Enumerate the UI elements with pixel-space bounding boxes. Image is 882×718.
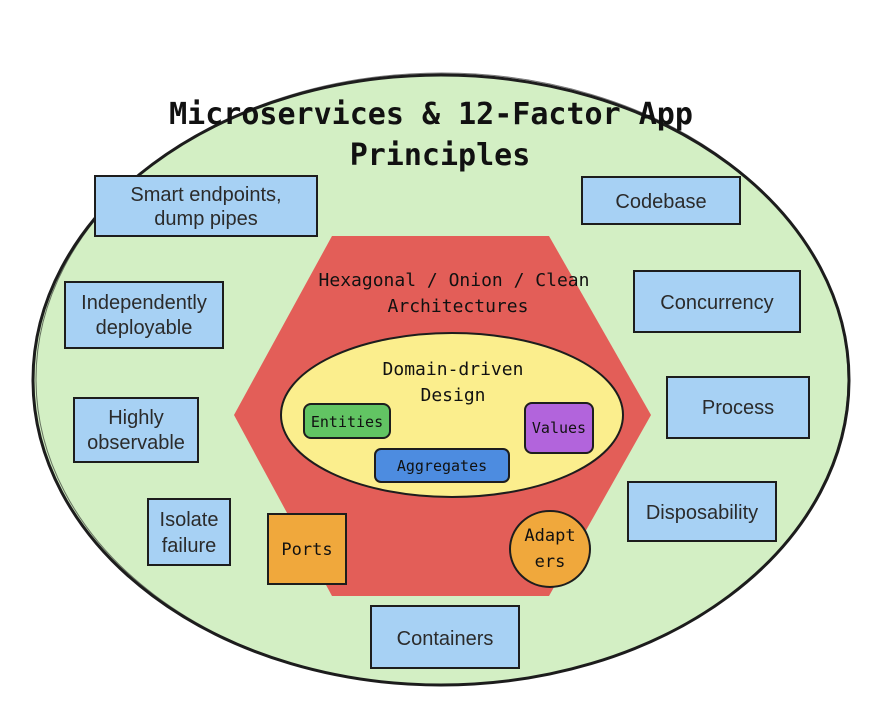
left-box-isolate-failure-line-1: Isolate [160, 509, 219, 531]
left-box-isolate-failure [147, 498, 231, 566]
right-box-disposability-label: Disposability [646, 502, 758, 524]
right-box-process-label: Process [702, 397, 774, 419]
right-box-disposability [627, 481, 777, 542]
adapters-label-line-2: ers [535, 552, 566, 572]
left-box-independently-deployable-line-2: deployable [96, 317, 193, 339]
left-box-highly-observable-line-2: observable [87, 432, 185, 454]
title-line-2: Principles [350, 138, 531, 173]
left-box-highly-observable-line-1: Highly [108, 407, 164, 429]
ports-box [267, 513, 347, 585]
left-box-smart-endpoints-line-2: dump pipes [154, 208, 257, 230]
entities-label: Entities [311, 413, 383, 431]
right-box-concurrency [633, 270, 801, 333]
adapters-label-line-1: Adapt [524, 526, 575, 546]
adapters-circle [509, 510, 591, 588]
ddd-label-line-2: Design [420, 385, 485, 406]
right-box-codebase-label: Codebase [615, 191, 706, 213]
aggregates-box [374, 448, 510, 483]
outer-ellipse-sketch [35, 72, 849, 686]
right-box-concurrency-label: Concurrency [660, 292, 773, 314]
hex-label-line-2: Architectures [388, 296, 529, 317]
bottom-box-containers [370, 605, 520, 669]
right-box-codebase [581, 176, 741, 225]
right-box-process [666, 376, 810, 439]
title-line-1: Microservices & 12-Factor App [169, 97, 693, 132]
ddd-ellipse [280, 332, 624, 498]
entities-box [303, 403, 391, 439]
left-box-isolate-failure-line-2: failure [162, 535, 216, 557]
values-box [524, 402, 594, 454]
ports-label: Ports [281, 540, 332, 560]
hex-label-line-1: Hexagonal / Onion / Clean [319, 270, 590, 291]
left-box-smart-endpoints [94, 175, 318, 237]
left-box-independently-deployable-line-1: Independently [81, 292, 207, 314]
ddd-label-line-1: Domain-driven [383, 359, 524, 380]
values-label: Values [532, 419, 586, 437]
left-box-independently-deployable [64, 281, 224, 349]
aggregates-label: Aggregates [397, 457, 487, 475]
bottom-box-containers-label: Containers [397, 628, 494, 650]
left-box-highly-observable [73, 397, 199, 463]
left-box-smart-endpoints-line-1: Smart endpoints, [130, 184, 281, 206]
